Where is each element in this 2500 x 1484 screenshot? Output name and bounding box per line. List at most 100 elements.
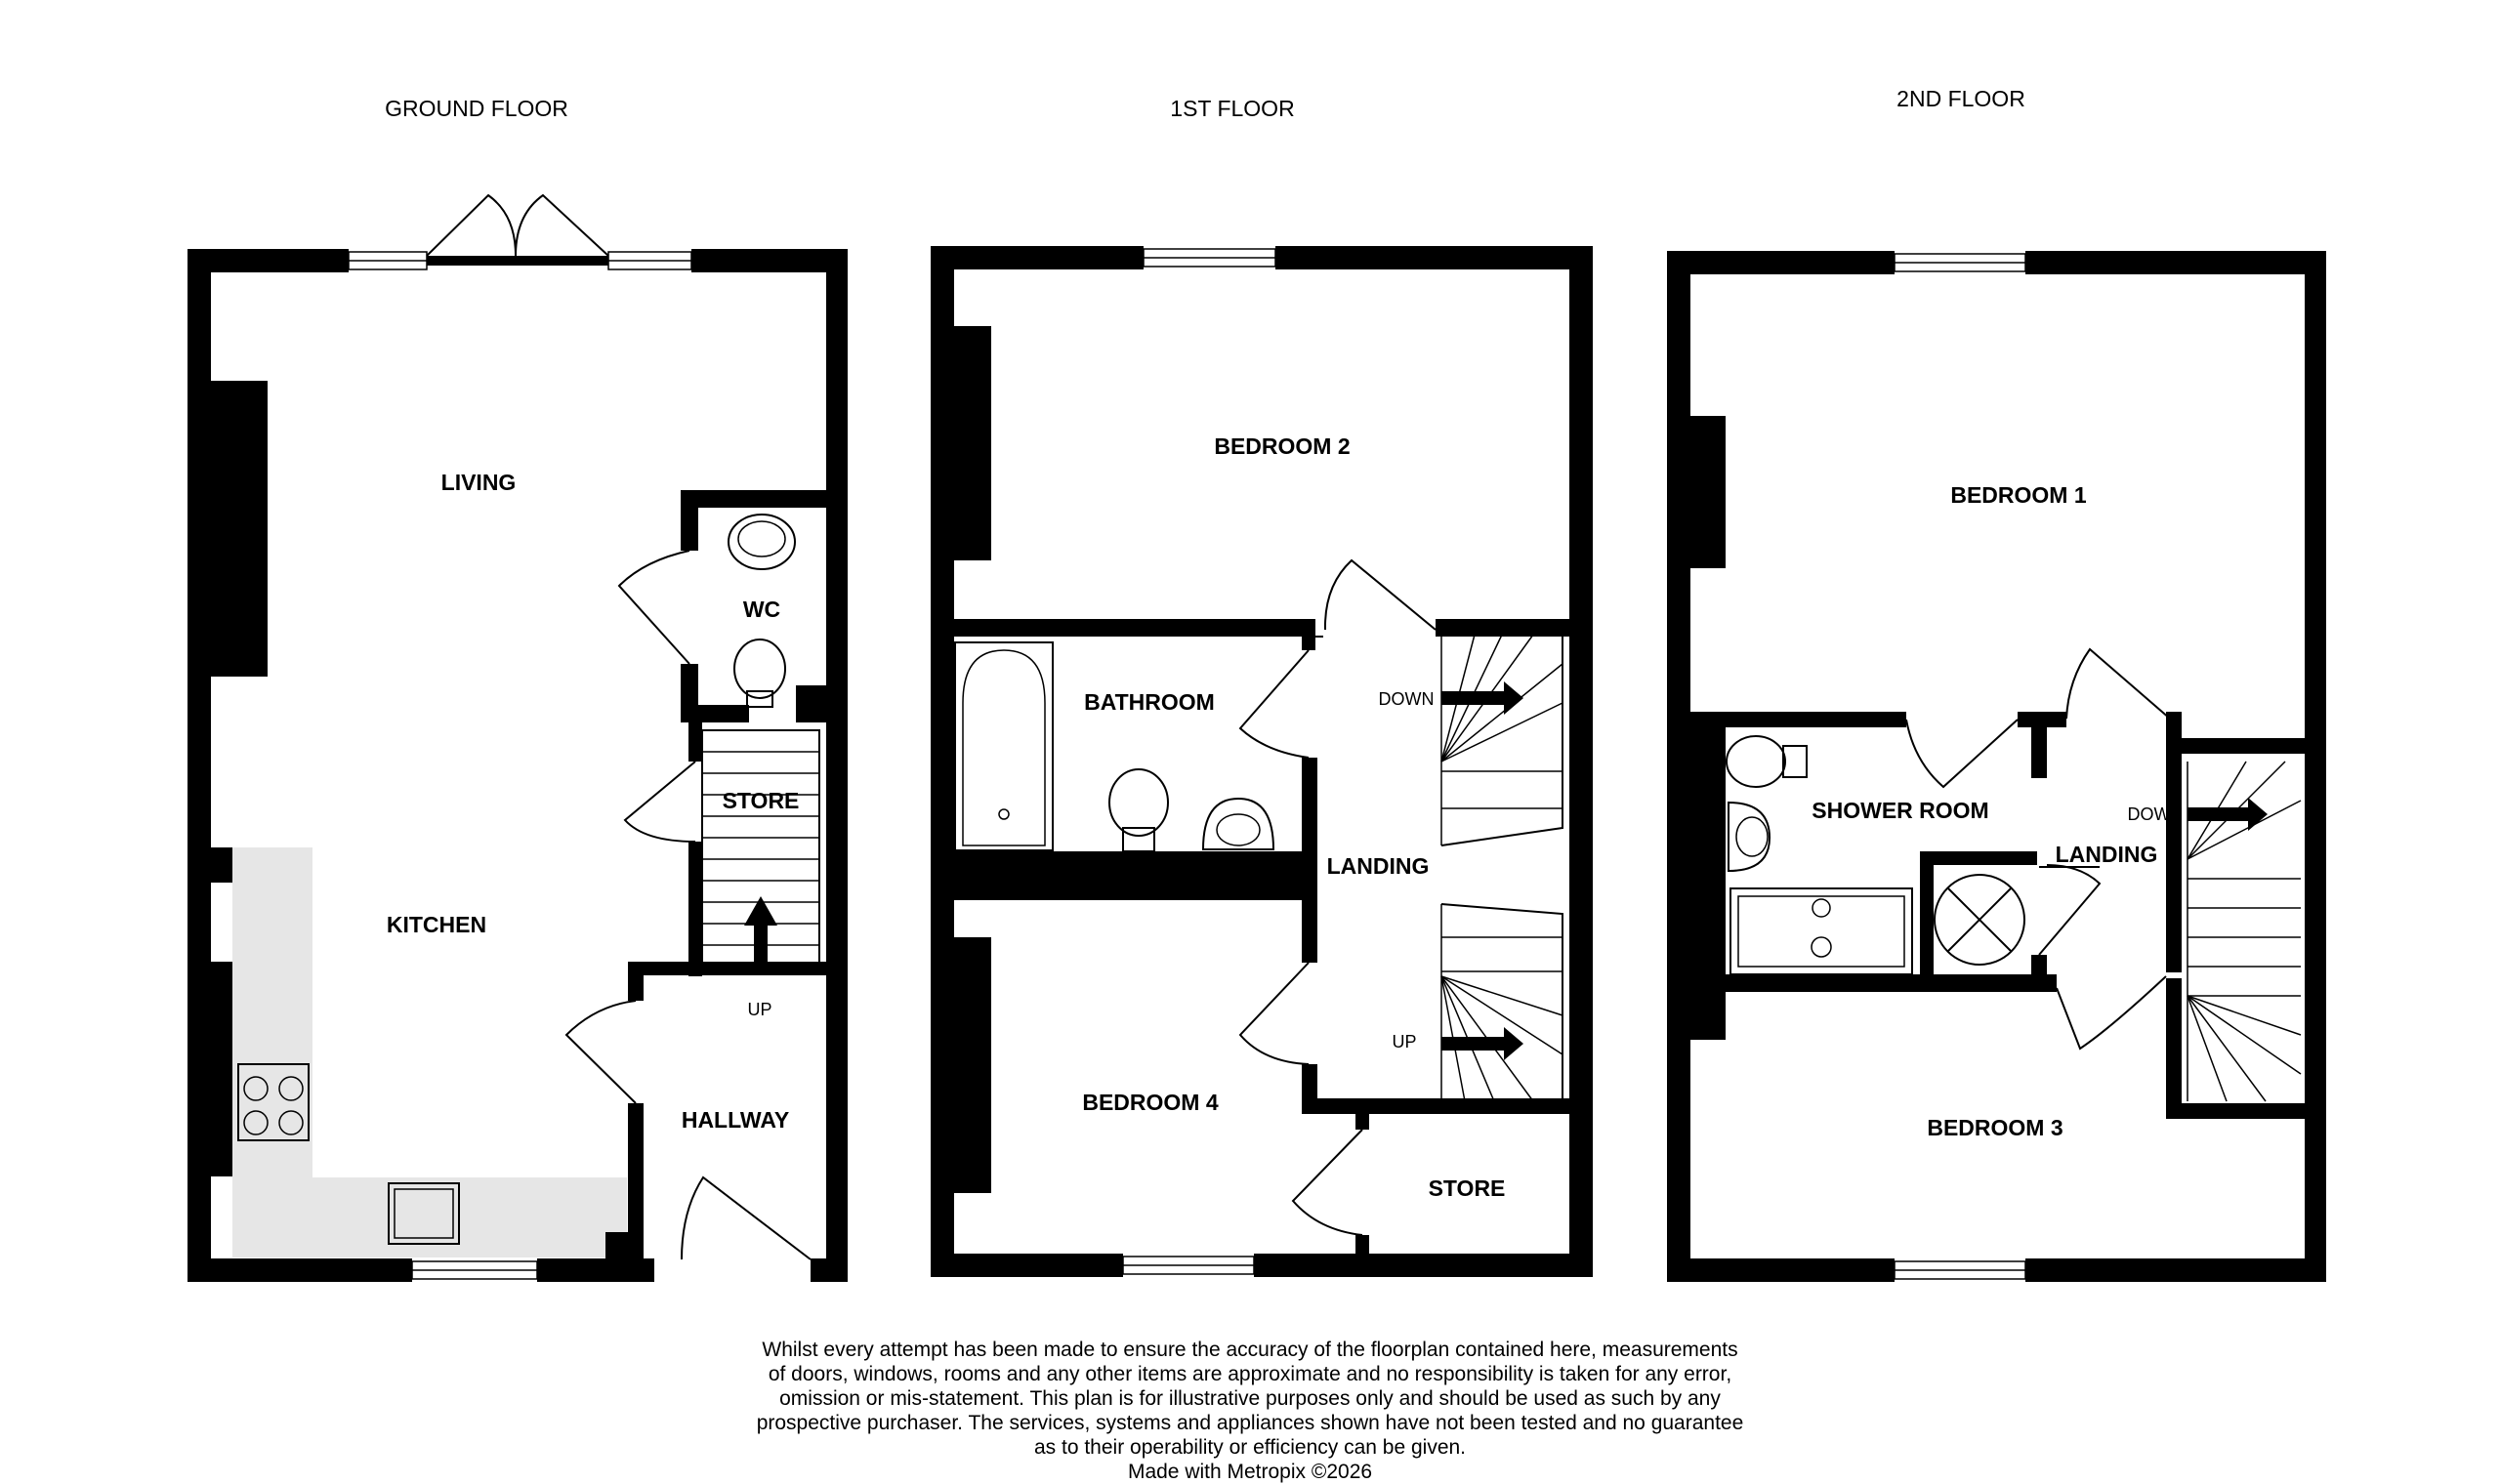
- landing-wall-left: [1302, 758, 1317, 963]
- shower-basin-icon: [1728, 801, 1771, 873]
- second-floor-plan: BEDROOM 1 SHOWER ROOM LANDING BEDROOM 3 …: [1667, 251, 2326, 1282]
- kitchen-sink-icon: [388, 1182, 460, 1245]
- first-store-door: [1291, 1129, 1363, 1236]
- shower-room-label: SHOWER ROOM: [1812, 798, 1988, 823]
- wc-wall-left-upper: [681, 490, 698, 551]
- bathroom-wall-bottom: [931, 851, 1302, 900]
- disclaimer-credit: Made with Metropix ©2026: [1127, 1461, 1373, 1483]
- bath-icon: [954, 641, 1054, 851]
- store-door-stub-top: [1355, 1098, 1369, 1130]
- shower-toilet-icon: [1726, 735, 1808, 788]
- disclaimer-line: omission or mis-statement. This plan is …: [779, 1387, 1721, 1410]
- store-wall-left-lower: [688, 842, 702, 976]
- wc-label: WC: [743, 597, 780, 622]
- shower-wall-top-left: [1667, 712, 1906, 727]
- shower-wall-bottom: [1667, 974, 2056, 992]
- bedroom2-chimney: [931, 326, 991, 560]
- disclaimer-line: of doors, windows, rooms and any other i…: [768, 1363, 1732, 1385]
- second-wall-bottom-right: [2025, 1258, 2326, 1282]
- french-door-right: [515, 193, 609, 257]
- disclaimer-line: prospective purchaser. The services, sys…: [756, 1412, 1744, 1434]
- ground-stair-up-label: UP: [747, 1000, 771, 1019]
- ground-staircase: [701, 729, 820, 973]
- bedroom3-wall-top-right: [2031, 974, 2057, 992]
- first-wall-right: [1569, 246, 1593, 1277]
- ground-floor-plan: LIVING WC STORE KITCHEN HALLWAY UP: [188, 193, 848, 1282]
- cylinder-wall-left: [1920, 857, 1934, 982]
- shower-room-door: [1905, 719, 2019, 789]
- hall-wall-left-lower: [628, 1103, 644, 1279]
- ground-wall-bottom-right: [811, 1258, 848, 1282]
- bedroom3-label: BEDROOM 3: [1927, 1115, 2062, 1140]
- bedroom1-chimney: [1667, 416, 1726, 568]
- cylinder-wall-top: [1920, 851, 2037, 865]
- ground-wall-top-mid: [427, 256, 608, 266]
- second-wall-right: [2305, 251, 2326, 1282]
- bathroom-toilet-icon: [1108, 768, 1169, 852]
- disclaimer-text: Whilst every attempt has been made to en…: [664, 1338, 1836, 1484]
- bedroom1-label: BEDROOM 1: [1950, 482, 2087, 508]
- shower-tray-icon: [1729, 887, 1913, 975]
- store-door-stub-bottom: [1355, 1235, 1369, 1264]
- bedroom1-door: [2065, 647, 2171, 720]
- first-wall-top-left: [931, 246, 1144, 269]
- first-stair-down-label: DOWN: [1379, 689, 1435, 709]
- first-stair-up-label: UP: [1392, 1032, 1416, 1051]
- first-staircase-down: [1440, 634, 1563, 846]
- store-door: [623, 761, 696, 843]
- second-wall-top-right: [2025, 251, 2326, 274]
- french-door-left: [426, 193, 517, 257]
- hallway-label: HALLWAY: [682, 1107, 789, 1133]
- hot-water-cylinder-icon: [1934, 874, 2025, 966]
- bathroom-wall-right-top: [1302, 619, 1315, 650]
- stair-enclosure-left-upper: [2166, 738, 2182, 972]
- second-floor-title: 2ND FLOOR: [1896, 86, 2025, 111]
- first-landing-label: LANDING: [1327, 853, 1430, 879]
- ground-wall-right: [826, 249, 848, 1282]
- first-floor-plan: BEDROOM 2 BATHROOM LANDING BEDROOM 4 STO…: [931, 246, 1593, 1277]
- ground-floor-title: GROUND FLOOR: [385, 96, 568, 121]
- ground-kitchen-pier-2: [188, 962, 232, 1176]
- kitchen-label: KITCHEN: [387, 912, 486, 937]
- bathroom-label: BATHROOM: [1084, 689, 1215, 715]
- ground-chimney-breast: [188, 381, 268, 677]
- store-wall-left-upper: [688, 722, 702, 762]
- bedroom2-door: [1309, 558, 1437, 638]
- bathroom-wall-top: [931, 619, 1315, 637]
- second-wall-top-left: [1667, 251, 1895, 274]
- hallway-door: [564, 1000, 637, 1104]
- wc-wall-bottom-right: [796, 685, 837, 722]
- disclaimer-line: Whilst every attempt has been made to en…: [762, 1339, 1738, 1361]
- bedroom2-label: BEDROOM 2: [1214, 433, 1350, 459]
- wc-basin-icon: [728, 514, 796, 570]
- wc-toilet-icon: [733, 639, 786, 699]
- first-store-label: STORE: [1429, 1175, 1506, 1201]
- bedroom4-chimney: [931, 937, 991, 1193]
- first-wall-top-right: [1275, 246, 1593, 269]
- ground-store-label: STORE: [723, 788, 800, 813]
- bedroom3-door: [2056, 975, 2167, 1051]
- first-wall-bottom-left: [931, 1254, 1123, 1277]
- second-staircase-down: [2187, 761, 2302, 1102]
- bedroom4-label: BEDROOM 4: [1082, 1090, 1219, 1115]
- cylinder-door: [2038, 864, 2102, 956]
- hall-wall-bottom-stub: [605, 1232, 629, 1281]
- second-landing-left-wall-top: [2031, 712, 2047, 778]
- first-staircase-up: [1440, 903, 1563, 1102]
- stair-enclosure-top: [2166, 738, 2312, 754]
- bedroom4-door: [1238, 962, 1310, 1065]
- stair-enclosure-bottom: [2166, 1103, 2326, 1119]
- bathroom-basin-icon: [1201, 797, 1275, 850]
- first-floor-title: 1ST FLOOR: [1170, 96, 1294, 121]
- stair-enclosure-left-lower: [2166, 978, 2182, 1115]
- wc-door: [617, 550, 690, 665]
- second-stair-down-label: DOWN: [2128, 804, 2184, 824]
- living-label: LIVING: [441, 470, 517, 495]
- wc-wall-bottom: [681, 705, 749, 722]
- landing-wall-top-stub: [2047, 712, 2066, 727]
- ground-wall-top-right: [691, 249, 848, 272]
- bathroom-door: [1238, 649, 1310, 759]
- second-landing-label: LANDING: [2056, 842, 2158, 867]
- second-wall-bottom-left: [1667, 1258, 1895, 1282]
